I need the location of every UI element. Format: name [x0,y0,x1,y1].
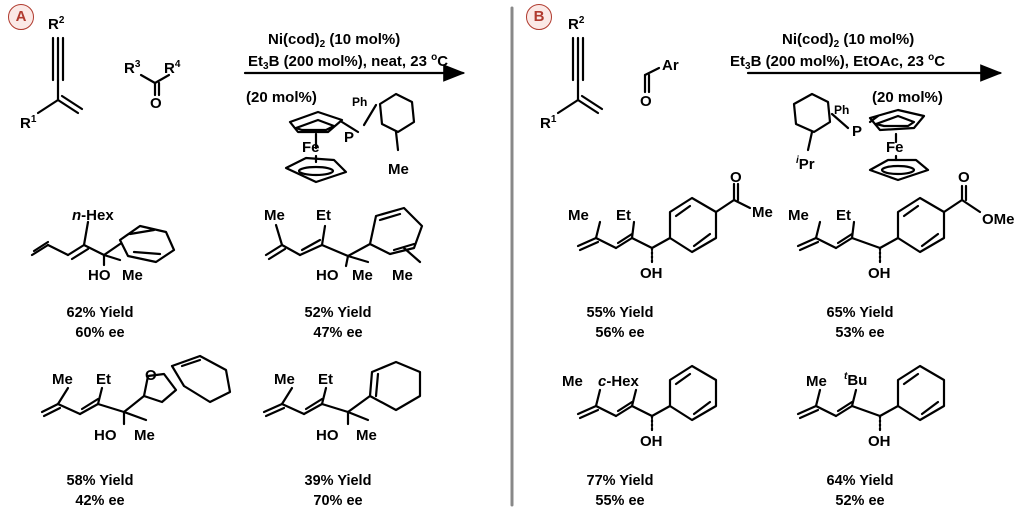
product-b3-methyl-top: Me [562,373,583,390]
ligand-b-iron: Fe [886,139,904,156]
ligand-b-ph: Ph [834,103,850,117]
panel-a-badge: A [8,4,34,30]
product-a3-furan-oxygen: O [145,367,157,384]
product-a3-hydroxyl: HO [94,427,117,444]
product-b3-yield: 77% Yield [586,473,654,489]
product-b1-yield: 55% Yield [586,305,654,321]
product-b1-hydroxyl: OH [640,265,663,282]
ligand-a-methyl: Me [388,161,409,178]
reactant-r1-label: R1 [20,114,37,132]
product-b3-cyclohexyl: c-Hex [598,373,639,390]
product-b2 [796,184,982,264]
product-b1 [576,182,752,264]
aldehyde-aryl-label: Ar [662,57,679,74]
product-a4-methyl: Me [356,427,377,444]
product-b1-ketone-oxygen: O [730,169,742,186]
conditions-b-catalyst: Ni(cod)2 (10 mol%) [782,31,915,50]
product-b2-yield: 65% Yield [826,305,894,321]
product-b4-hydroxyl: OH [868,433,891,450]
product-b4-tert-butyl: tBu [844,371,868,389]
product-a4-ethyl: Et [318,371,333,388]
product-a3-methyl: Me [134,427,155,444]
product-a1-hydroxyl: HO [88,267,111,284]
product-a3-methyl-top: Me [52,371,73,388]
product-a1-yield: 62% Yield [66,305,134,321]
product-b4-ee: 52% ee [835,493,885,509]
product-a2-methyl: Me [352,267,373,284]
aldehyde-reactant-b [643,66,661,94]
product-a4-hydroxyl: HO [316,427,339,444]
ferrocene-ligand-b [792,92,930,182]
product-b2-methyl-top: Me [788,207,809,224]
product-a2-aryl-methyl: Me [392,267,413,284]
aldehyde-oxygen-label: O [640,93,652,110]
product-a2 [264,206,424,268]
product-b2-ethyl: Et [836,207,851,224]
enyne-reactant-a [36,36,84,115]
ligand-b-phosphorus: P [852,123,863,140]
conditions-b-reductant: Et3B (200 mol%), EtOAc, 23 oC [730,52,946,72]
product-b3 [576,364,718,432]
product-b1-ee: 56% ee [595,325,645,341]
product-b2-ester-methoxy: OMe [982,211,1015,228]
ferrocene-ligand-a [284,92,416,184]
product-a1-methyl: Me [122,267,143,284]
product-a3 [40,354,232,426]
ligand-a-phosphorus: P [344,129,355,146]
product-a2-ee: 47% ee [313,325,363,341]
product-b1-methyl-top: Me [568,207,589,224]
product-a1-ee: 60% ee [75,325,125,341]
product-b1-ethyl: Et [616,207,631,224]
product-b4-yield: 64% Yield [826,473,894,489]
ligand-b-isopropyl: iPr [796,155,815,173]
product-a2-methyl-top: Me [264,207,285,224]
conditions-a-catalyst: Ni(cod)2 (10 mol%) [268,31,401,50]
product-b3-ee: 55% ee [595,493,645,509]
conditions-a-reductant: Et3B (200 mol%), neat, 23 oC [248,52,449,72]
product-a2-hydroxyl: HO [316,267,339,284]
product-a2-ethyl: Et [316,207,331,224]
enyne-reactant-b [556,36,604,115]
product-a4-methyl-top: Me [274,371,295,388]
ligand-a-iron: Fe [302,139,320,156]
ligand-a-ph: Ph [352,95,368,109]
product-a4-yield: 39% Yield [304,473,372,489]
ketone-oxygen-label: O [150,95,162,112]
product-b2-ester-oxygen: O [958,169,970,186]
product-a3-ee: 42% ee [75,493,125,509]
product-a4-ee: 70% ee [313,493,363,509]
product-b4 [796,364,946,432]
ligand-b-loading: (20 mol%) [872,89,943,106]
product-a4 [262,360,422,426]
reactant-b-r1-label: R1 [540,114,557,132]
reactant-b-r2-label: R2 [568,15,585,33]
product-b1-acyl-methyl: Me [752,204,773,221]
reactant-r3-label: R3 [124,59,141,77]
product-b2-hydroxyl: OH [868,265,891,282]
ligand-a-loading: (20 mol%) [246,89,317,106]
product-b3-hydroxyl: OH [640,433,663,450]
product-a2-yield: 52% Yield [304,305,372,321]
product-a1 [30,220,176,267]
reactant-r4-label: R4 [164,59,181,77]
product-b4-methyl-top: Me [806,373,827,390]
reactant-r2-label: R2 [48,15,65,33]
product-a3-ethyl: Et [96,371,111,388]
product-a3-yield: 58% Yield [66,473,134,489]
product-a1-hexyl: n-Hex [72,207,114,224]
product-b2-ee: 53% ee [835,325,885,341]
ketone-reactant-a [139,73,171,97]
panel-b-badge: B [526,4,552,30]
